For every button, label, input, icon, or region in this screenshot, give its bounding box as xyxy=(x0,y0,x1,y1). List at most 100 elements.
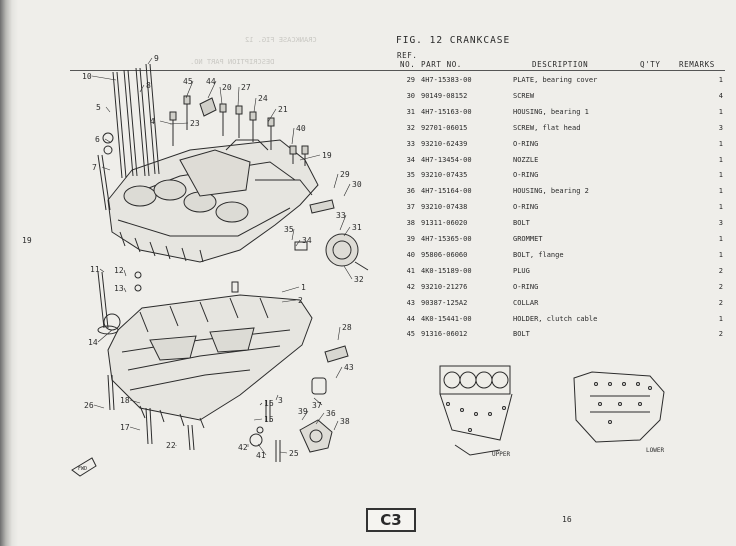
ref-no-cell: 31 xyxy=(406,107,415,116)
leader-line xyxy=(275,394,279,401)
left-margin-callout: 19 xyxy=(22,236,32,245)
leader-line xyxy=(291,228,295,241)
callout-number: 39 xyxy=(298,407,308,416)
leader-line xyxy=(129,426,141,431)
callout-number: 34 xyxy=(302,236,312,245)
description-cell: PLATE, bearing cover xyxy=(513,76,598,84)
ref-no-header-line2: NO. xyxy=(400,60,416,69)
part-no-cell: 4H7-15383-00 xyxy=(421,76,472,84)
leader-line xyxy=(257,443,267,456)
leader-line xyxy=(237,86,240,107)
part-no-header: PART NO. xyxy=(421,60,462,69)
leader-line xyxy=(159,120,173,125)
description-cell: BOLT xyxy=(513,330,530,339)
callout-number: 25 xyxy=(289,449,299,458)
callout-number: 22 xyxy=(166,441,176,450)
part-no-cell: 93210-21276 xyxy=(421,282,468,291)
callout-number: 23 xyxy=(190,119,200,128)
callout-number: 2 xyxy=(298,296,303,305)
leader-line xyxy=(93,404,105,409)
part-no-cell: 90149-08152 xyxy=(421,91,468,100)
description-cell: SCREW xyxy=(513,91,535,100)
qty-cell: 4 xyxy=(718,91,723,100)
ref-no-cell: 32 xyxy=(406,123,415,132)
ref-no-cell: 38 xyxy=(406,219,415,228)
callout-number: 21 xyxy=(278,105,288,114)
leader-line xyxy=(185,80,194,99)
qty-cell: 1 xyxy=(718,139,723,148)
ref-no-cell: 33 xyxy=(406,139,415,148)
leader-line xyxy=(123,287,127,293)
leader-line xyxy=(295,239,301,247)
description-cell: O-RING xyxy=(513,139,539,148)
leader-line xyxy=(281,299,297,303)
callout-number: 6 xyxy=(95,135,100,144)
part-no-cell: 90387-125A2 xyxy=(421,298,468,307)
callout-number: 1 xyxy=(301,283,306,292)
callout-number: 11 xyxy=(90,265,100,274)
qty-cell: 3 xyxy=(718,219,723,228)
page-code: C3 xyxy=(366,508,416,532)
ref-no-cell: 34 xyxy=(406,155,415,164)
ref-no-cell: 42 xyxy=(406,282,415,291)
callout-number: 29 xyxy=(340,170,350,179)
leader-line xyxy=(105,106,111,113)
description-header: DESCRIPTION xyxy=(532,60,589,69)
callout-number: 5 xyxy=(96,103,101,112)
ref-no-cell: 45 xyxy=(406,330,415,339)
leader-line xyxy=(123,269,127,277)
callout-number: 13 xyxy=(114,284,124,293)
leader-line xyxy=(335,366,343,379)
ref-no-cell: 35 xyxy=(406,171,415,180)
callout-number: 44 xyxy=(206,77,216,86)
description-cell: HOLDER, clutch cable xyxy=(513,314,598,323)
qty-header: Q'TY xyxy=(640,60,661,69)
part-no-cell: 4K0-15441-00 xyxy=(421,314,472,323)
bearing-housing-drawing xyxy=(294,199,369,271)
leader-line xyxy=(313,397,323,406)
callout-number: 31 xyxy=(352,223,362,232)
callout-number: 38 xyxy=(340,417,350,426)
part-no-cell: 91311-06020 xyxy=(421,219,468,228)
qty-cell: 1 xyxy=(718,187,723,196)
leader-line xyxy=(343,226,351,237)
part-no-cell: 91316-06012 xyxy=(421,330,468,339)
callout-number: 12 xyxy=(114,266,124,275)
stud-bolts-drawing xyxy=(97,63,160,211)
qty-cell: 1 xyxy=(718,250,723,259)
upper-crankcase-drawing xyxy=(107,139,319,263)
leader-line xyxy=(91,75,117,81)
ref-no-cell: 40 xyxy=(406,250,415,259)
ref-no-cell: 41 xyxy=(406,266,415,275)
leader-line xyxy=(147,57,153,65)
header-rule xyxy=(70,70,725,71)
callout-number: 9 xyxy=(154,54,159,63)
qty-cell: 1 xyxy=(718,171,723,180)
ref-no-cell: 44 xyxy=(406,314,415,323)
leader-line xyxy=(253,97,257,113)
part-no-cell: 93210-62439 xyxy=(421,139,468,148)
leader-line xyxy=(139,84,145,93)
upper-view-label: UPPER xyxy=(492,451,510,458)
part-no-cell: 4H7-13454-00 xyxy=(421,155,472,164)
front-label: FWD xyxy=(78,466,87,472)
qty-cell: 1 xyxy=(718,155,723,164)
callout-number: 45 xyxy=(183,77,193,86)
leader-line xyxy=(333,420,339,431)
page-number: 16 xyxy=(562,515,572,524)
ref-no-cell: 29 xyxy=(406,76,415,84)
leader-line xyxy=(291,127,295,145)
callout-number: 16 xyxy=(264,399,274,408)
callout-number: 7 xyxy=(92,163,97,172)
description-cell: GROMMET xyxy=(513,235,543,243)
part-no-cell: 93210-07438 xyxy=(421,203,468,212)
ref-no-header-line1: REF. xyxy=(397,51,418,60)
